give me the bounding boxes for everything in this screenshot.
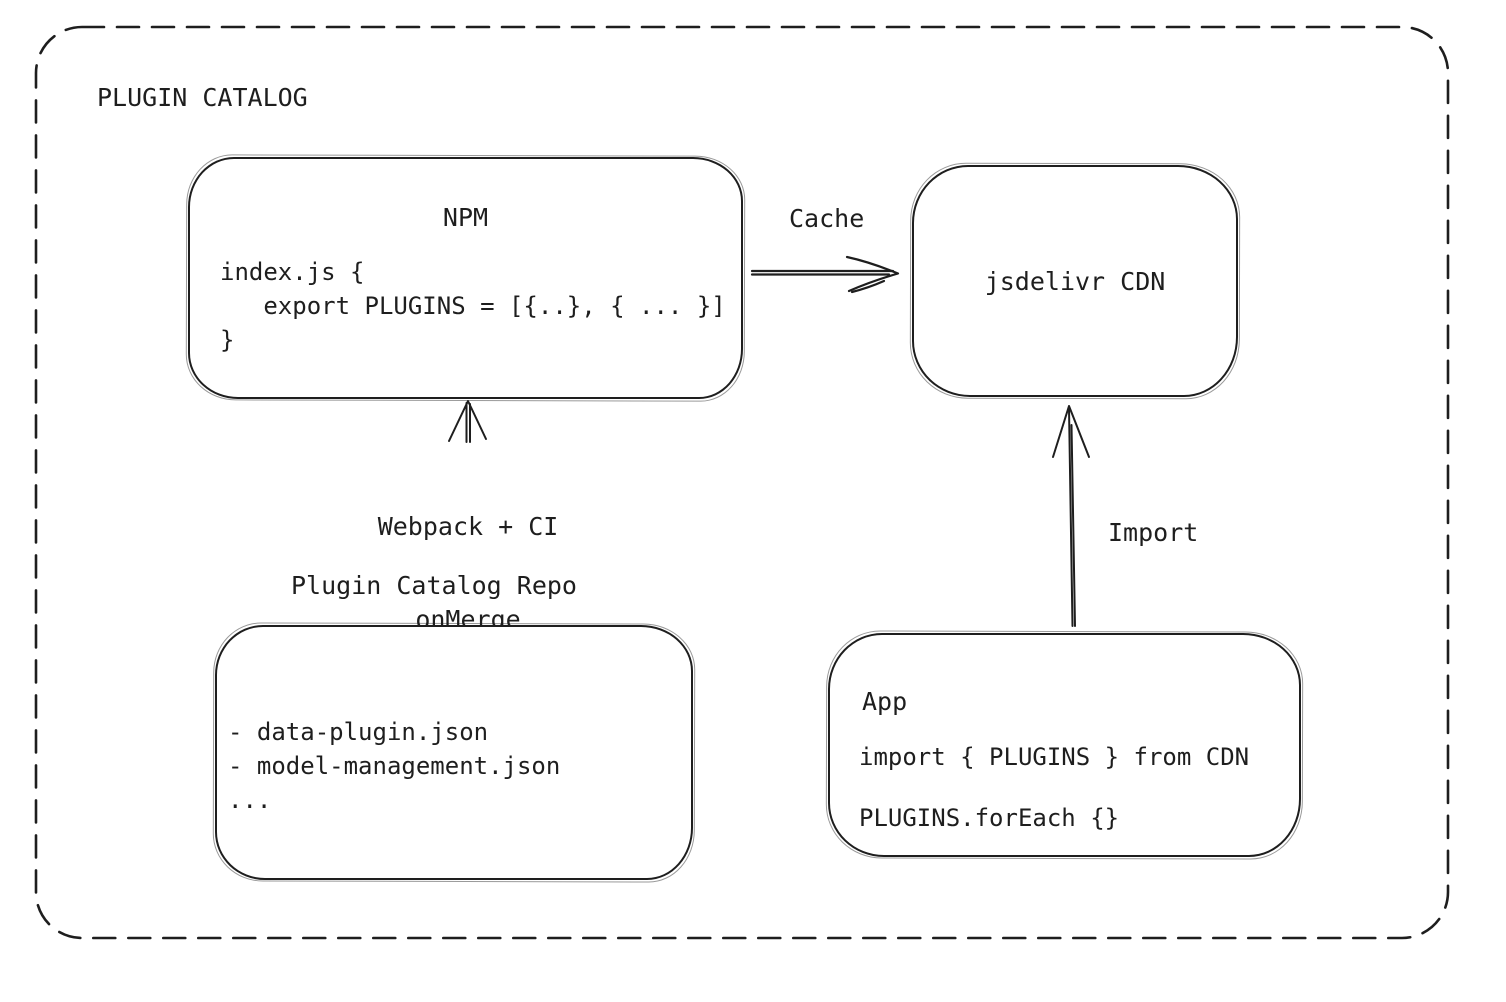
repo-caption: Plugin Catalog Repo (291, 571, 577, 600)
npm-node: NPM index.js { export PLUGINS = [{..}, {… (188, 157, 743, 399)
import-arrow (1052, 405, 1090, 627)
jsdelivr-cdn-node: jsdelivr CDN (912, 165, 1238, 397)
npm-code-line-3: } (220, 326, 235, 354)
npm-code-line-2: export PLUGINS = [{..}, { ... }] (220, 292, 726, 320)
import-edge-label: Import (1108, 518, 1199, 547)
npm-node-title: NPM (442, 203, 489, 232)
repo-file-item-1: - data-plugin.json (228, 718, 489, 746)
repo-file-item-3: ... (228, 786, 272, 814)
cache-arrow (750, 255, 900, 294)
app-node-title: App (862, 687, 908, 716)
diagram-title: PLUGIN CATALOG (97, 83, 308, 112)
plugin-catalog-repo-node: - data-plugin.json - model-management.js… (215, 625, 693, 880)
app-node: App import { PLUGINS } from CDN PLUGINS.… (828, 633, 1301, 857)
build-edge-label-line-1: Webpack + CI (377, 512, 559, 541)
npm-code-block: index.js { export PLUGINS = [{..}, { ...… (220, 255, 726, 357)
repo-file-list: - data-plugin.json - model-management.js… (228, 715, 560, 817)
jsdelivr-cdn-title: jsdelivr CDN (984, 266, 1166, 296)
app-code-line-1: import { PLUGINS } from CDN (859, 743, 1250, 771)
repo-file-item-2: - model-management.json (228, 752, 561, 780)
npm-code-line-1: index.js { (220, 258, 365, 286)
cache-edge-label: Cache (789, 204, 865, 233)
app-code-line-2: PLUGINS.forEach {} (859, 804, 1120, 832)
